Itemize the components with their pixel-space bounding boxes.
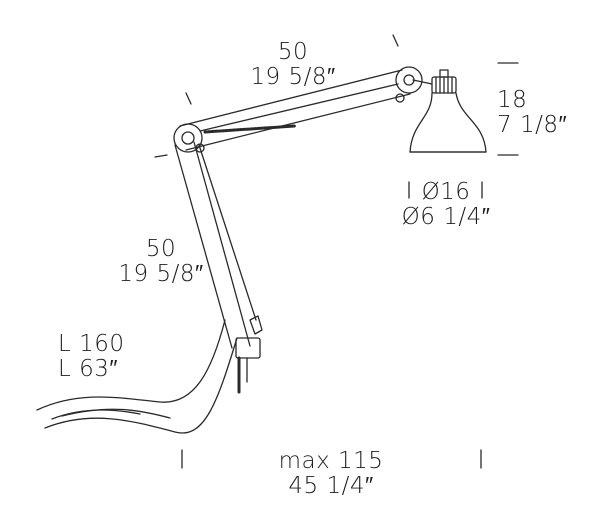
max-reach-imperial: 45 1/4″ [288, 473, 374, 499]
cable-length-metric: L 160 [58, 331, 125, 357]
max-reach-metric: max 115 [278, 448, 384, 474]
cable-length-imperial: L 63″ [58, 356, 119, 382]
desk-clamp [235, 337, 261, 394]
lower-arm [174, 141, 263, 349]
cable-length-dimension: L 160 L 63″ [58, 332, 125, 382]
upper-arm-imperial: 19 5/8″ [250, 64, 336, 90]
upper-joint [395, 66, 433, 103]
shade-diameter-imperial: Ø6 1/4″ [401, 204, 491, 230]
lower-arm-metric: 50 [145, 236, 177, 262]
shade-height-imperial: 7 1/8″ [497, 112, 568, 138]
shade-height-metric: 18 [497, 87, 528, 113]
power-cable [36, 319, 238, 434]
lower-arm-dimension: 50 19 5/8″ [106, 237, 216, 287]
shade-height-dimension: 18 7 1/8″ [497, 88, 567, 138]
upper-arm [179, 69, 411, 151]
shade-diameter-dimension: Ø16 Ø6 1/4″ [388, 180, 504, 230]
upper-arm-tick-left [185, 92, 192, 105]
max-reach-dimension: max 115 45 1/4″ [265, 449, 397, 499]
shade-diameter-metric: Ø16 [421, 179, 471, 205]
lower-arm-tick [154, 154, 168, 158]
upper-arm-dimension: 50 19 5/8″ [238, 40, 348, 90]
lamp-shade [409, 69, 487, 153]
upper-arm-tick-right [392, 34, 399, 47]
lower-arm-imperial: 19 5/8″ [118, 261, 204, 287]
upper-arm-metric: 50 [277, 39, 309, 65]
